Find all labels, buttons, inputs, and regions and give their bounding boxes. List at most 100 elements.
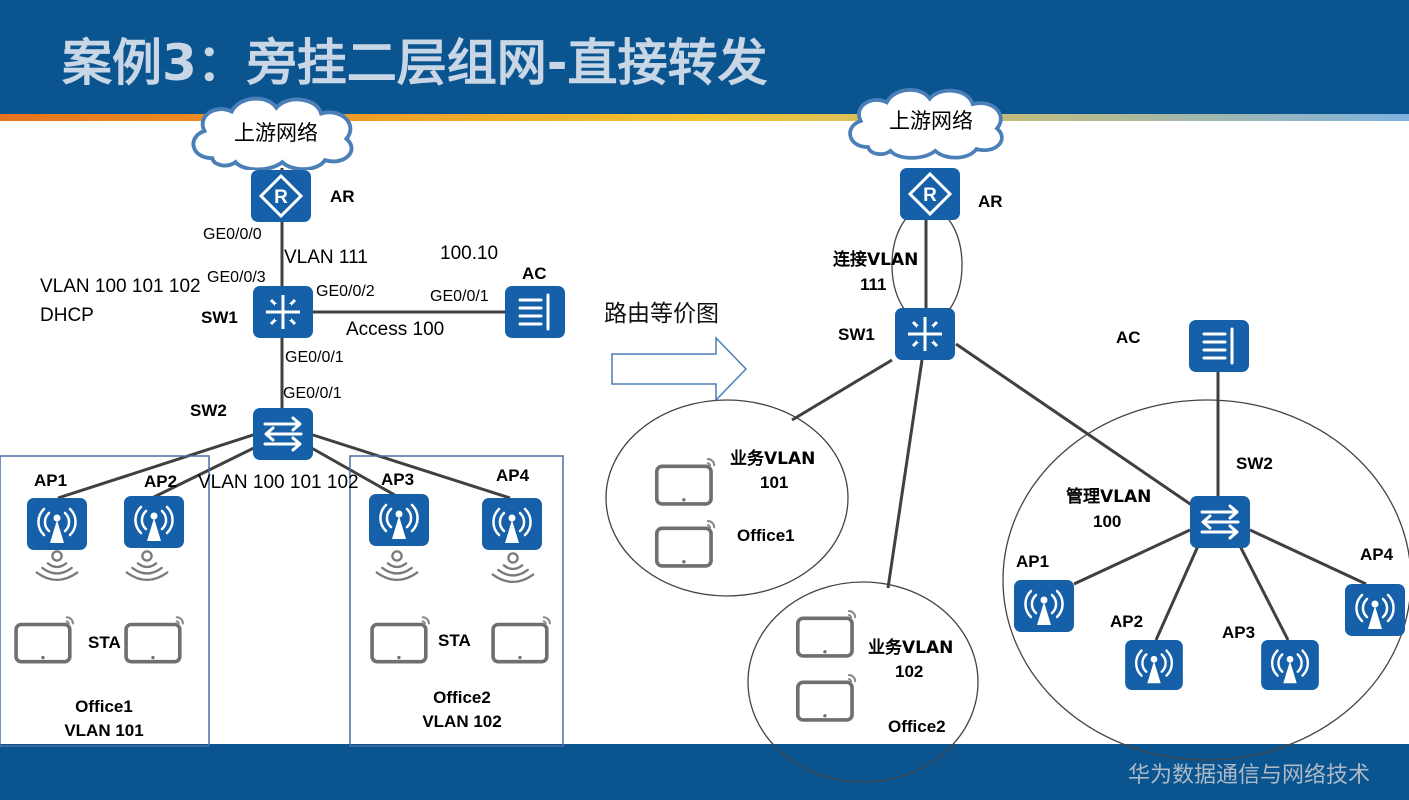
footer-text: 华为数据通信与网络技术 — [1128, 763, 1370, 788]
office1-group-ellipse — [605, 399, 849, 597]
right-biz1-label: 业务VLAN — [730, 448, 815, 469]
left-sw2-port-up-label: GE0/0/1 — [283, 385, 342, 402]
tablet-icon — [491, 616, 552, 664]
tablet-icon — [795, 674, 858, 722]
ac-controller-icon — [1188, 320, 1250, 372]
router-icon — [250, 170, 312, 222]
right-topology: 上游网络 AR 连接VLAN 111 SW1 AC SW2 业务VLAN 101… — [605, 87, 1409, 783]
left-sw2-vlans-label: VLAN 100 101 102 — [198, 472, 359, 493]
l2-switch-icon — [1189, 496, 1251, 548]
link-sw2-ap4 — [309, 432, 511, 500]
tablet-icon — [14, 616, 75, 664]
left-ac-port-label: GE0/0/1 — [430, 288, 489, 305]
arrow-label: 路由等价图 — [604, 301, 719, 327]
link-sw2-ap3 — [1238, 545, 1290, 641]
right-conn-vlan-id-label: 111 — [860, 275, 887, 294]
wifi-signal-icon — [375, 550, 419, 582]
ap-icon — [123, 496, 185, 548]
right-mgmt-id-label: 100 — [1093, 512, 1121, 531]
left-office2-label: Office2 — [433, 688, 491, 707]
header-bar — [0, 0, 1409, 116]
left-ap4-label: AP4 — [496, 466, 530, 485]
link-sw2-ap1 — [57, 432, 257, 500]
right-biz2-id-label: 102 — [895, 662, 923, 681]
left-sw1-label: SW1 — [201, 308, 238, 327]
left-sw1-port-up-label: GE0/0/3 — [207, 269, 266, 286]
link-sw1-office2 — [886, 359, 924, 589]
tablet-icon — [654, 458, 717, 506]
left-office1-label: Office1 — [75, 697, 133, 716]
wifi-signal-icon — [491, 552, 535, 584]
tablet-icon — [370, 616, 431, 664]
link-sw2-ap2 — [1154, 545, 1200, 641]
header-stripe — [0, 114, 1409, 121]
left-ac-ip-label: 100.10 — [440, 243, 498, 264]
left-ar-label: AR — [330, 187, 355, 206]
left-sta2-label: STA — [438, 631, 471, 650]
left-topology: 上游网络 AR GE0/0/0 VLAN 111 100.10 AC GE0/0… — [0, 96, 566, 747]
right-ac-label: AC — [1116, 328, 1141, 347]
router-icon — [898, 168, 962, 220]
right-cloud-label: 上游网络 — [889, 109, 973, 133]
ap-icon — [26, 498, 88, 550]
left-vlan-list-label: VLAN 100 101 102 — [40, 276, 201, 297]
left-cloud-label: 上游网络 — [234, 121, 318, 145]
link-sw1-office1 — [791, 358, 893, 422]
link-sw2-ap3 — [307, 444, 401, 500]
left-ap2-label: AP2 — [144, 472, 177, 491]
right-biz2-label: 业务VLAN — [868, 637, 953, 658]
l2-switch-icon — [252, 408, 314, 460]
slide-title: 案例3：旁挂二层组网-直接转发 — [62, 34, 768, 92]
right-conn-vlan-label: 连接VLAN — [833, 249, 918, 270]
right-biz1-id-label: 101 — [760, 473, 788, 492]
equivalence-arrow: 路由等价图 — [604, 301, 748, 402]
left-office1-vlan-label: VLAN 101 — [64, 721, 143, 740]
left-links — [57, 168, 511, 500]
right-ap4-label: AP4 — [1360, 545, 1394, 564]
office2-frame — [349, 455, 564, 747]
tablet-icon — [124, 616, 185, 664]
right-ap3-label: AP3 — [1222, 623, 1255, 642]
left-sw1-port-ac-label: GE0/0/2 — [316, 283, 375, 300]
right-arrow-icon — [611, 336, 748, 402]
ap-icon — [1012, 580, 1076, 632]
ap-icon — [1259, 640, 1321, 690]
mgmt-group-ellipse — [1002, 399, 1409, 761]
left-sta1-label: STA — [88, 633, 121, 652]
link-sw2-ap4 — [1249, 528, 1367, 586]
left-office2-vlan-label: VLAN 102 — [422, 712, 501, 731]
left-ar-port-label: GE0/0/0 — [203, 226, 262, 243]
office2-group-ellipse — [747, 581, 979, 783]
link-sw2-ap1 — [1073, 528, 1191, 586]
right-office1-label: Office1 — [737, 526, 795, 545]
left-vlan111-label: VLAN 111 — [284, 247, 368, 268]
left-access-label: Access 100 — [346, 319, 444, 340]
link-sw2-ap2 — [151, 444, 259, 500]
wifi-signal-icon — [35, 550, 79, 582]
tablet-icon — [795, 610, 858, 658]
ap-icon — [1344, 584, 1406, 636]
ap-icon — [368, 494, 430, 546]
right-links — [791, 220, 1367, 641]
right-ap2-label: AP2 — [1110, 612, 1143, 631]
l3-switch-icon — [252, 286, 314, 338]
right-sw2-label: SW2 — [1236, 454, 1273, 473]
right-sw1-label: SW1 — [838, 325, 875, 344]
left-ap1-label: AP1 — [34, 471, 67, 490]
ap-icon — [1123, 640, 1185, 690]
link-sw1-sw2 — [955, 342, 1197, 510]
footer-bar — [0, 744, 1409, 800]
left-ap3-label: AP3 — [381, 470, 414, 489]
tablet-icon — [654, 520, 717, 568]
right-mgmt-label: 管理VLAN — [1066, 486, 1151, 507]
left-ac-label: AC — [522, 264, 547, 283]
wifi-signal-icon — [125, 550, 169, 582]
ac-controller-icon — [504, 286, 566, 338]
left-sw1-port-down-label: GE0/0/1 — [285, 349, 344, 366]
right-ap1-label: AP1 — [1016, 552, 1049, 571]
office1-frame — [0, 455, 210, 747]
l3-switch-icon — [894, 308, 956, 360]
ap-icon — [481, 498, 543, 550]
